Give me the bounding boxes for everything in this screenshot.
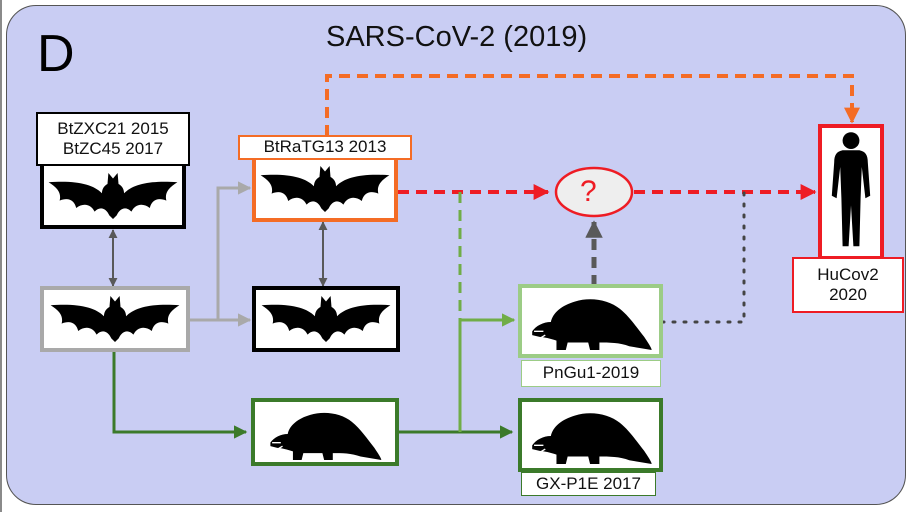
label-pngu1: PnGu1-2019 xyxy=(521,360,661,387)
edge-to-pngu1 xyxy=(458,313,516,432)
label-hucov2: HuCov2 2020 xyxy=(792,257,904,313)
label-hucov2-line2: 2020 xyxy=(829,285,867,304)
label-hucov2-line1: HuCov2 xyxy=(817,264,879,284)
unknown-question-mark: ? xyxy=(580,175,597,208)
edge-ancestor-to-pangolin-ancestor xyxy=(112,352,248,439)
diagram-title: SARS-CoV-2 (2019) xyxy=(326,21,588,53)
panel-letter: D xyxy=(37,25,75,83)
label-gx-p1e: GX-P1E 2017 xyxy=(521,472,656,496)
label-btzxc21-line1: BtZXC21 2015 xyxy=(57,118,169,138)
node-unknown xyxy=(554,166,634,218)
panel-background xyxy=(7,6,905,504)
left-edge-border xyxy=(0,0,2,512)
label-btzxc21-line2: BtZC45 2017 xyxy=(62,139,164,158)
label-btzxc21: BtZXC21 2015 BtZC45 2017 xyxy=(36,112,190,166)
edge-ancestor-to-btratg13 xyxy=(189,181,252,322)
label-btratg13: BtRaTG13 2013 xyxy=(238,135,412,160)
